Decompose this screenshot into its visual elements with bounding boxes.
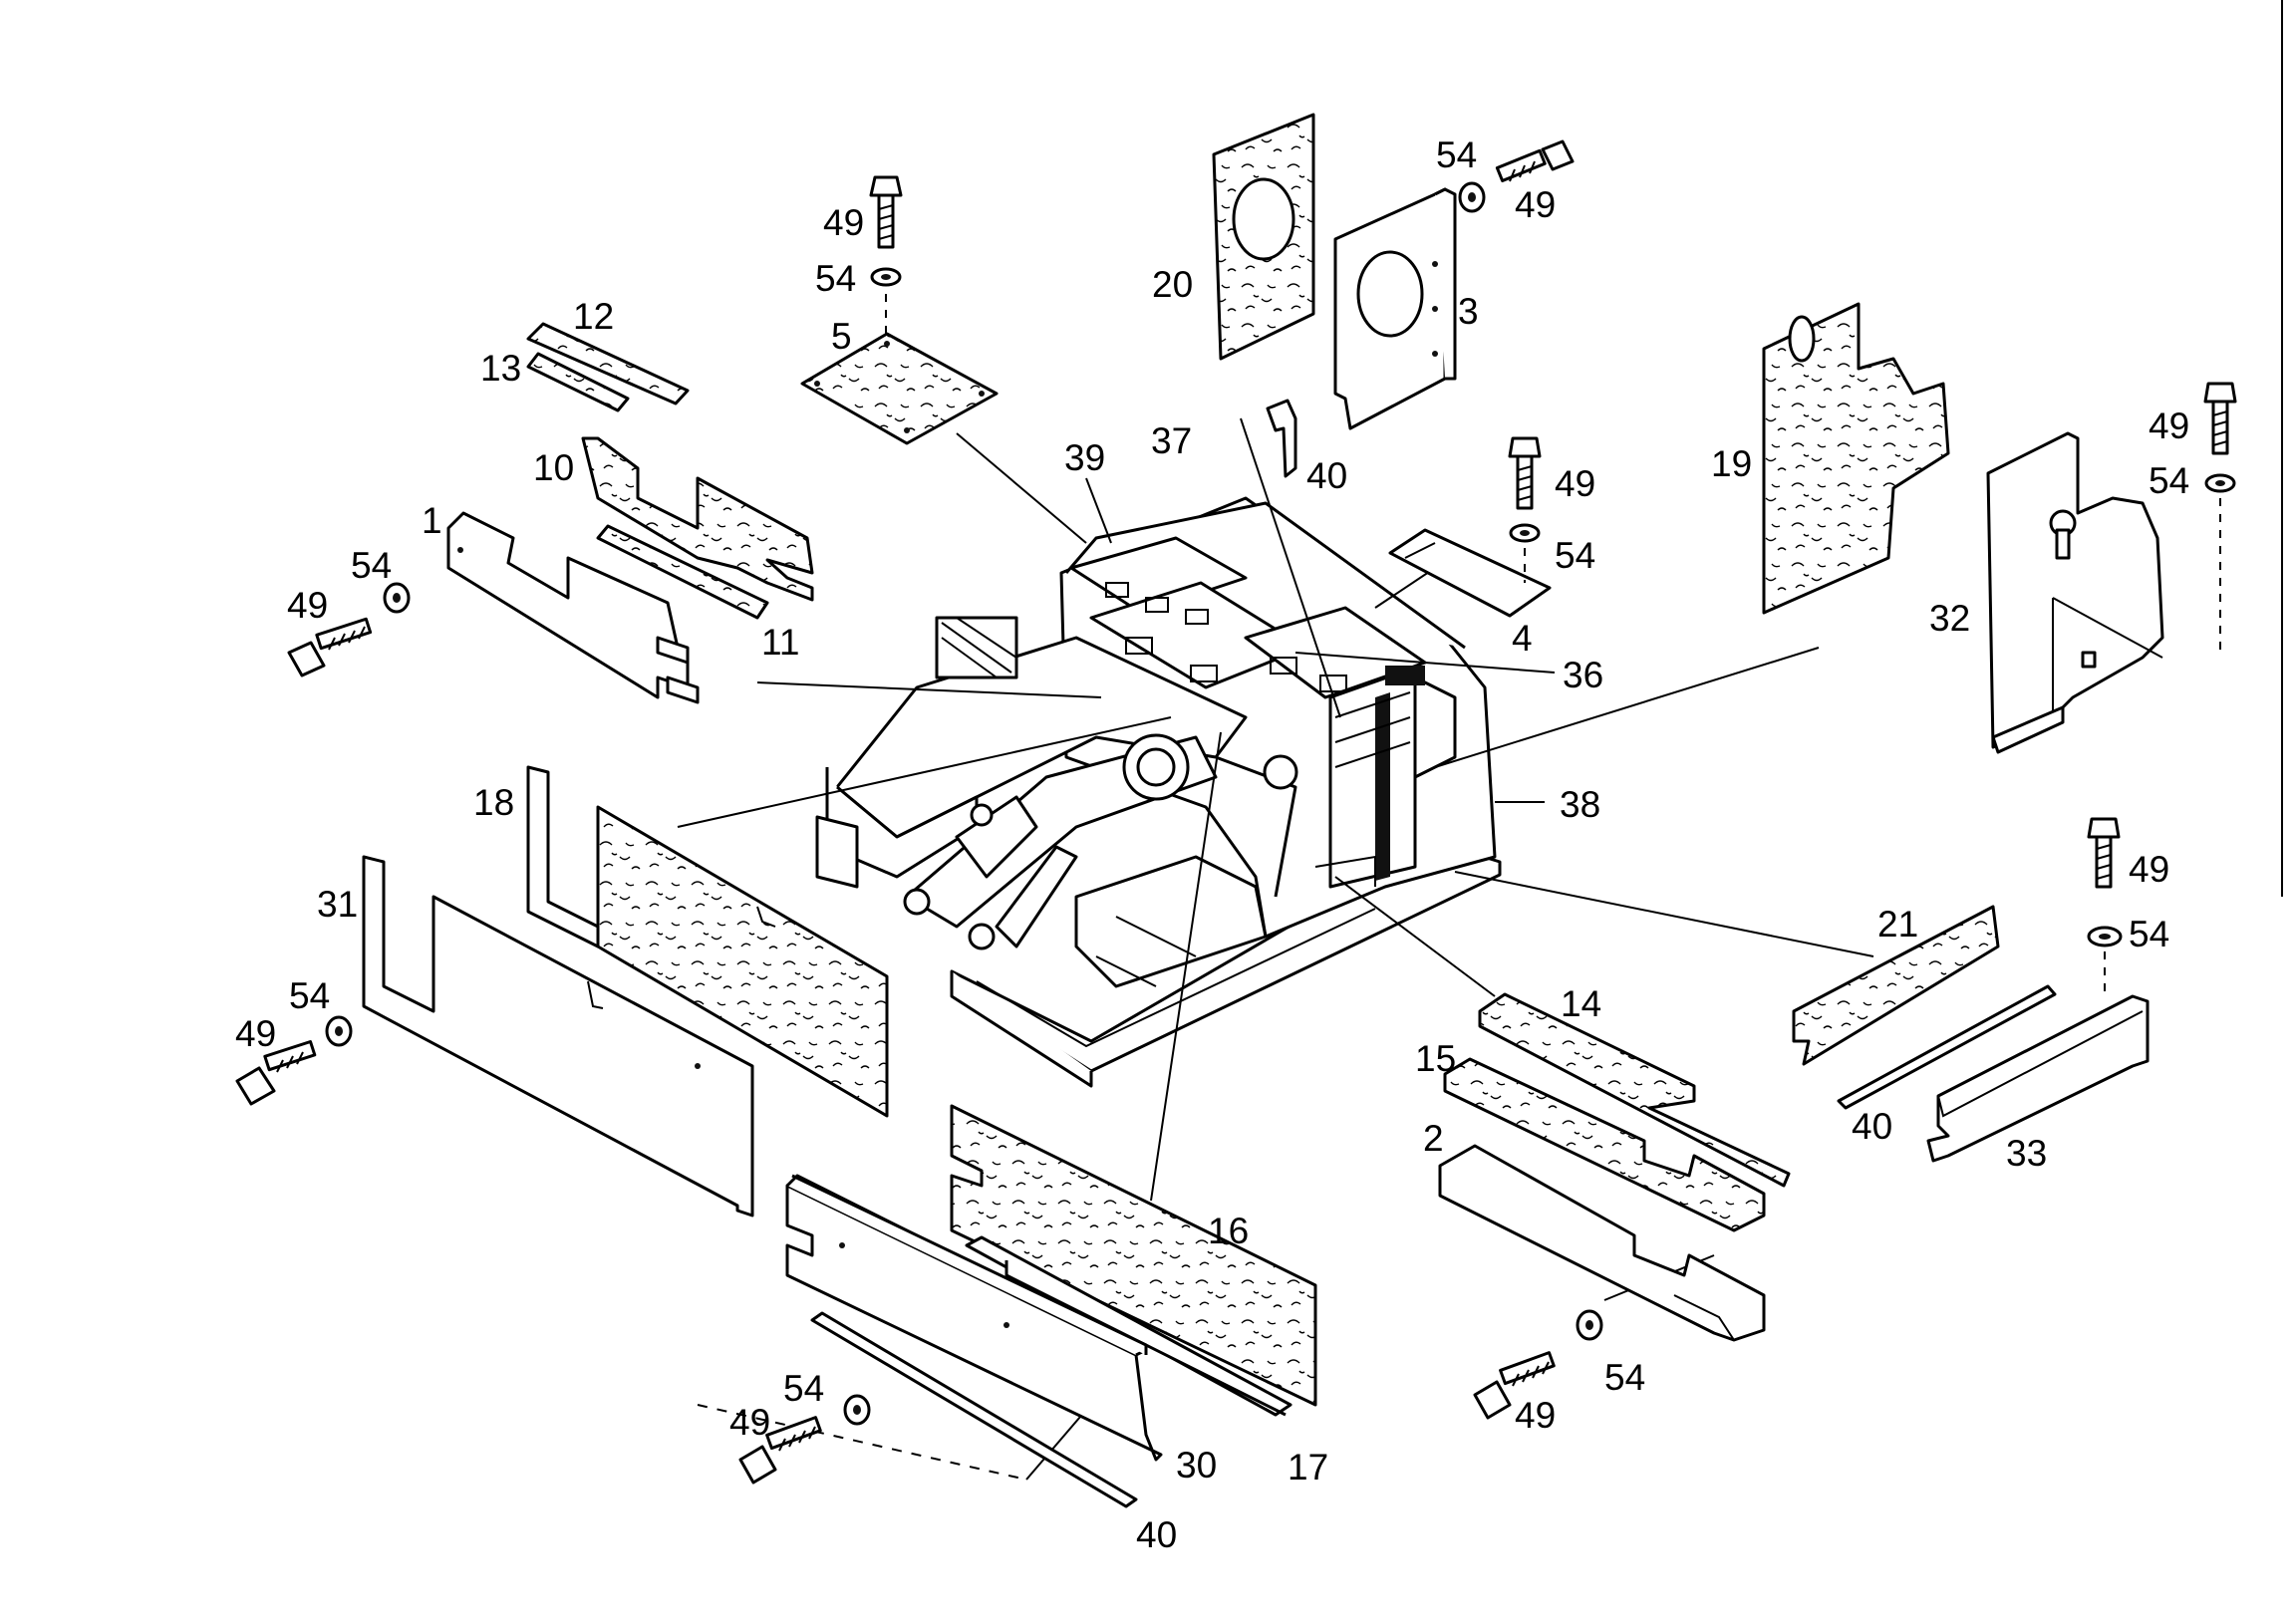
part-40-strip-right [1837,984,2057,1110]
machine-frame [815,496,1502,1088]
bolt-49-bottom-right [1473,1309,1603,1420]
part-10-bracket [581,436,814,602]
callout-10: 10 [533,447,574,488]
callout-54: 54 [1604,1357,1645,1398]
bolt-49-bottom-center [738,1394,871,1485]
part-11-strip [596,524,769,620]
callout-4: 4 [1512,618,1533,659]
callout-54: 54 [2129,914,2169,954]
part-33-channel [1926,994,2150,1163]
callout-49: 49 [823,202,864,243]
callout-39: 39 [1064,437,1105,478]
callout-18: 18 [473,782,514,823]
bolt-49-top-center [869,175,903,339]
callout-21: 21 [1877,904,1918,945]
callout-40: 40 [1136,1514,1177,1555]
bolt-49-far-right [2203,382,2237,658]
callout-15: 15 [1415,1038,1456,1079]
callout-17: 17 [1288,1447,1328,1488]
callout-49: 49 [2149,406,2189,446]
callout-5: 5 [831,316,852,357]
part-4-plate [1388,528,1552,618]
callout-54: 54 [351,545,392,586]
callout-40: 40 [1306,455,1347,496]
bolt-49-top-right [1458,139,1575,213]
callout-49: 49 [1515,184,1556,225]
part-31-panel [362,855,754,1217]
part-32-panel [1986,431,2164,754]
callout-49: 49 [729,1402,770,1443]
callout-37: 37 [1151,420,1192,461]
callout-54: 54 [783,1368,824,1409]
part-18-panel [526,765,889,1118]
callout-54: 54 [1555,535,1595,576]
part-5-plate [800,332,999,445]
part-2-channel [1438,1144,1766,1342]
callout-36: 36 [1563,655,1603,695]
callout-11: 11 [761,622,799,663]
callout-40: 40 [1852,1106,1892,1147]
callout-49: 49 [1555,463,1595,504]
part-21-strip [1792,905,2000,1066]
callout-54: 54 [2149,460,2189,501]
callout-30: 30 [1176,1445,1217,1486]
callout-20: 20 [1152,264,1193,305]
callout-19: 19 [1711,443,1752,484]
part-40-strip-bottom [810,1311,1138,1508]
callout-54: 54 [815,258,856,299]
callout-16: 16 [1208,1211,1249,1251]
callout-32: 32 [1929,598,1970,639]
callout-labels: 49 54 5 12 13 10 1 54 49 11 39 37 20 3 5… [235,135,2189,1555]
callout-49: 49 [2129,849,2169,890]
callout-54: 54 [1436,135,1477,175]
callout-1: 1 [422,500,442,541]
bolt-49-part4 [1508,436,1542,583]
callout-2: 2 [1423,1118,1444,1159]
callout-14: 14 [1561,983,1601,1024]
part-30-panel [785,1174,1163,1462]
callout-12: 12 [573,296,614,337]
part-14-strip [1478,992,1791,1188]
part-16-panel [950,1104,1317,1407]
callout-31: 31 [317,884,358,925]
part-15-strip [1443,1057,1766,1232]
part-1-channel [446,511,700,704]
callout-49: 49 [287,585,328,626]
part-20-panel [1212,113,1315,361]
callout-54: 54 [289,975,330,1016]
part-17-strip [965,1235,1292,1417]
callout-3: 3 [1458,291,1479,332]
part-12-strip [526,322,690,406]
bolt-49-left-upper [287,582,411,677]
part-13-strip [526,352,630,412]
part-19-panel [1762,302,1950,615]
part-40-clip-top [1266,399,1297,478]
callout-49: 49 [235,1013,276,1054]
callout-33: 33 [2006,1133,2047,1174]
bolt-49-left-lower [235,1015,353,1106]
bolt-49-part33 [2087,817,2123,996]
callout-13: 13 [480,348,521,389]
part-3-panel [1333,187,1457,430]
callout-38: 38 [1560,784,1600,825]
callout-49: 49 [1515,1395,1556,1436]
